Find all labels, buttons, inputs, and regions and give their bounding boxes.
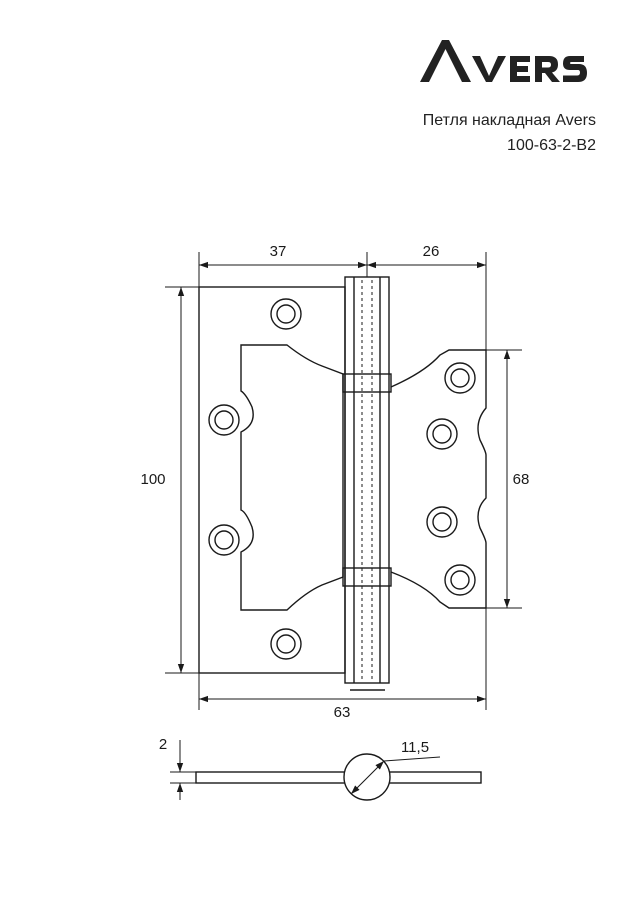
product-name: Петля накладная Avers [422,112,596,129]
dim-label-26: 26 [423,243,440,260]
dim-label-thickness: 2 [159,736,167,753]
dim-label-63: 63 [334,704,351,721]
knuckle-joint-top [342,373,392,393]
side-view-plate [195,771,482,784]
dim-label-diameter: 11,5 [401,739,429,756]
screw-holes-right [426,362,476,596]
right-leaf-plate [390,349,487,609]
logo-letter-s [563,56,587,82]
dim-label-100: 100 [140,471,165,488]
dim-line-diameter [350,760,385,795]
dim-label-37: 37 [270,243,287,260]
hinge-knuckle [344,276,390,684]
logo-letter-r [535,56,560,82]
avers-logo [420,40,587,82]
logo-letter-v [472,56,506,82]
screw-holes-left [208,298,302,660]
side-view-knuckle [343,753,391,801]
dim-label-68: 68 [513,471,530,488]
knuckle-joint-bottom [342,567,392,587]
left-leaf-cutout [240,344,344,611]
logo-letter-e [510,56,530,82]
logo-letter-a [420,40,471,82]
product-code: 100-63-2-B2 [507,137,596,154]
